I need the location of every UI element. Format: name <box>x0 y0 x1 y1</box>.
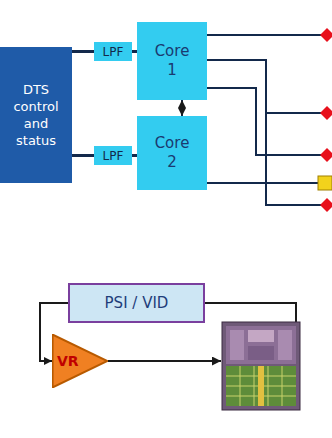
triangle-shape <box>53 335 108 388</box>
node-label: VR <box>57 353 79 369</box>
sensor-wire <box>207 182 318 184</box>
core-box: Core 2 <box>137 116 207 190</box>
control-box: PSI / VID <box>68 283 205 323</box>
filter-box: LPF <box>94 146 132 165</box>
die-block <box>230 330 244 360</box>
chip-die <box>222 322 300 410</box>
die-outline <box>222 322 300 410</box>
filter-box: LPF <box>94 42 132 61</box>
node-label: Core 2 <box>151 134 193 172</box>
sensor-wire <box>266 113 322 205</box>
die-block <box>248 346 274 360</box>
sensor-wire <box>207 60 322 113</box>
feedback-wire <box>205 303 296 322</box>
sensor-square <box>318 176 332 190</box>
sensor-diamond <box>320 28 332 42</box>
regulator-triangle: VR <box>52 334 108 388</box>
node-label: LPF <box>103 45 124 59</box>
node-label: PSI / VID <box>105 294 169 312</box>
sensor-diamond <box>320 148 332 162</box>
node-label: Core 1 <box>151 42 193 80</box>
thermal-sensors <box>318 28 332 212</box>
connector <box>72 154 94 157</box>
node-label: DTS control and status <box>4 81 68 149</box>
sensor-wires <box>207 35 322 205</box>
die-strip <box>258 366 264 406</box>
die-cache-area <box>226 366 296 406</box>
sensor-diamond <box>320 106 332 120</box>
sensor-wire <box>207 88 322 155</box>
node-label: LPF <box>103 149 124 163</box>
core-box: Core 1 <box>137 22 207 100</box>
connector <box>181 100 183 116</box>
sensor-wire <box>207 34 322 36</box>
power-wire <box>108 360 221 362</box>
control-box: DTS control and status <box>0 47 72 183</box>
die-core-area <box>226 326 296 364</box>
die-block <box>248 330 274 342</box>
sensor-diamond <box>320 198 332 212</box>
die-block <box>278 330 292 360</box>
die-grid <box>226 366 296 406</box>
connector <box>72 50 94 53</box>
